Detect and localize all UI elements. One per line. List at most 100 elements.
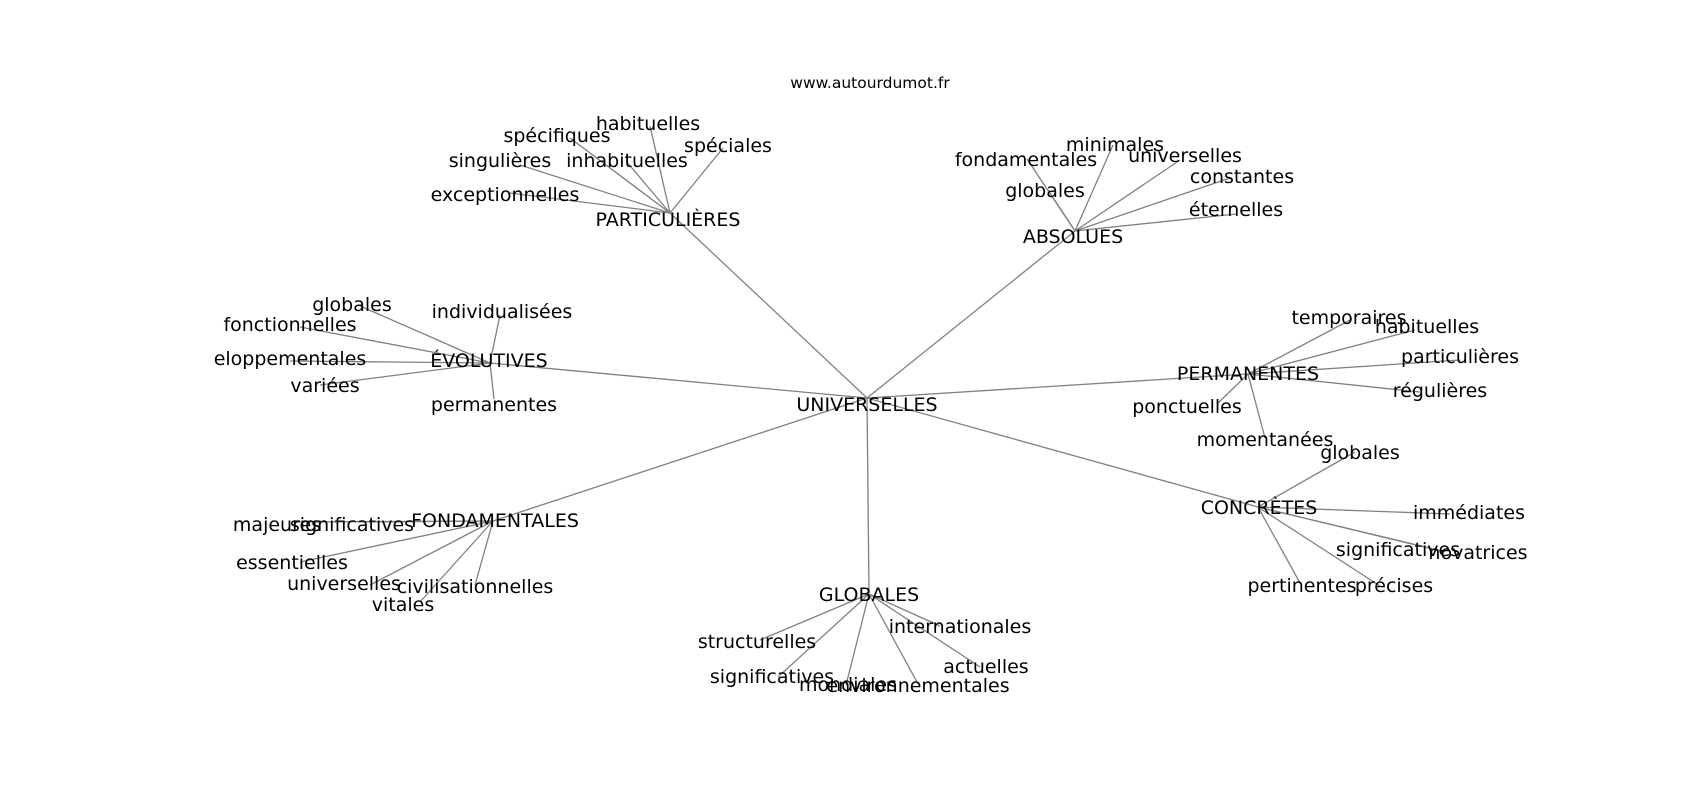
node-evolutives: ÉVOLUTIVES <box>430 349 547 372</box>
edge-globales-leaf-2 <box>845 593 870 686</box>
leaf-concretes-5: précises <box>1355 575 1433 597</box>
edge-evolutives-leaf-1 <box>299 326 491 364</box>
leaf-evolutives-4: individualisées <box>432 301 573 323</box>
edge-permanentes-leaf-5 <box>1247 373 1266 439</box>
edge-fondamentales-leaf-1 <box>359 520 494 523</box>
leaf-evolutives-5: permanentes <box>431 394 557 416</box>
node-fondamentales: FONDAMENTALES <box>411 510 579 532</box>
edge-concretes-leaf-0 <box>1257 451 1356 508</box>
leaf-fondamentales-4: vitales <box>372 594 434 616</box>
edge-concretes-leaf-3 <box>1257 506 1446 553</box>
edge-permanentes-leaf-0 <box>1247 318 1353 375</box>
leaf-permanentes-2: particulières <box>1401 346 1519 368</box>
edge-root-particulieres <box>669 212 868 399</box>
edge-absolues-leaf-4 <box>1074 213 1237 232</box>
leaf-particulieres-3: habituelles <box>596 113 700 135</box>
edge-particulieres-leaf-2 <box>569 137 671 214</box>
root-node: UNIVERSELLES <box>796 394 937 416</box>
leaf-absolues-1: minimales <box>1066 134 1164 156</box>
edge-root-fondamentales <box>492 397 868 522</box>
leaf-evolutives-1: fonctionnelles <box>223 314 356 336</box>
leaf-globales-4: internationales <box>889 616 1032 638</box>
node-absolues: ABSOLUES <box>1023 226 1123 248</box>
edge-evolutives-leaf-3 <box>319 362 491 386</box>
node-concretes: CONCRÈTES <box>1201 496 1318 519</box>
edge-root-globales <box>866 397 870 595</box>
leaf-absolues-4: éternelles <box>1189 199 1283 221</box>
leaf-absolues-5: globales <box>1005 180 1085 202</box>
edges <box>289 125 1461 686</box>
edge-fondamentales-leaf-2 <box>299 520 494 563</box>
leaf-concretes-2: significatives <box>1336 539 1460 561</box>
edge-root-absolues <box>866 230 1076 399</box>
leaf-particulieres-1: singulières <box>449 150 552 172</box>
edge-particulieres-leaf-5 <box>669 147 724 214</box>
leaf-globales-0: structurelles <box>698 631 816 653</box>
edge-particulieres-leaf-4 <box>625 160 671 214</box>
leaf-globales-5: actuelles <box>943 656 1028 678</box>
edge-globales-leaf-5 <box>868 593 981 668</box>
leaf-evolutives-2: eloppementales <box>214 348 367 370</box>
node-particulieres: PARTICULIÈRES <box>596 208 741 231</box>
leaf-evolutives-3: variées <box>290 375 359 397</box>
leaf-permanentes-0: temporaires <box>1291 307 1406 329</box>
edge-root-concretes <box>866 397 1259 508</box>
edge-permanentes-leaf-4 <box>1217 373 1249 404</box>
edge-globales-leaf-4 <box>868 593 941 627</box>
edge-evolutives-leaf-2 <box>289 360 491 364</box>
edge-absolues-leaf-3 <box>1074 177 1231 232</box>
edge-globales-leaf-1 <box>777 593 870 678</box>
leaf-fondamentales-0: majeures <box>233 514 321 536</box>
edge-root-evolutives <box>489 362 868 399</box>
leaf-permanentes-1: habituelles <box>1375 316 1479 338</box>
edge-evolutives-leaf-4 <box>489 314 501 364</box>
edge-permanentes-leaf-2 <box>1247 359 1461 375</box>
edge-fondamentales-leaf-3 <box>369 520 494 586</box>
edge-evolutives-leaf-5 <box>489 362 495 400</box>
edge-particulieres-leaf-3 <box>649 125 671 214</box>
edge-root-permanentes <box>866 373 1249 399</box>
edge-particulieres-leaf-0 <box>509 192 671 214</box>
edge-concretes-leaf-1 <box>1257 506 1451 515</box>
edge-absolues-leaf-5 <box>1047 189 1076 232</box>
node-globales: GLOBALES <box>819 584 919 606</box>
leaf-particulieres-2: spécifiques <box>503 125 610 147</box>
leaf-globales-1: significatives <box>710 666 834 688</box>
edge-fondamentales-leaf-4 <box>419 520 494 603</box>
edge-particulieres-leaf-1 <box>519 164 671 214</box>
leaf-globales-3: environnementales <box>826 675 1009 697</box>
edge-permanentes-leaf-3 <box>1247 373 1421 393</box>
edge-concretes-leaf-5 <box>1257 506 1381 587</box>
leaf-permanentes-3: régulières <box>1393 380 1487 402</box>
edge-globales-leaf-0 <box>759 593 870 641</box>
labels: www.autourdumot.fr UNIVERSELLES PARTICULI… <box>214 74 1528 697</box>
edge-evolutives-leaf-0 <box>359 305 491 364</box>
leaf-evolutives-0: globales <box>312 294 392 316</box>
leaf-permanentes-4: ponctuelles <box>1132 396 1242 418</box>
leaf-concretes-4: pertinentes <box>1247 575 1356 597</box>
node-permanentes: PERMANENTES <box>1177 363 1319 385</box>
credit-text: www.autourdumot.fr <box>790 74 950 92</box>
leaf-fondamentales-1: significatives <box>290 514 414 536</box>
leaf-absolues-2: universelles <box>1128 145 1242 167</box>
leaf-concretes-0: globales <box>1320 442 1400 464</box>
leaf-globales-2: mondiales <box>799 674 897 696</box>
leaf-concretes-3: novatrices <box>1428 542 1527 564</box>
edge-permanentes-leaf-1 <box>1247 329 1416 375</box>
leaf-absolues-0: fondamentales <box>955 149 1097 171</box>
leaf-particulieres-5: spéciales <box>684 135 772 157</box>
edge-concretes-leaf-4 <box>1257 506 1301 584</box>
leaf-fondamentales-5: civilisationnelles <box>397 576 554 598</box>
edge-globales-leaf-3 <box>868 593 919 685</box>
leaf-absolues-3: constantes <box>1190 166 1294 188</box>
leaf-permanentes-5: momentanées <box>1197 429 1334 451</box>
edge-absolues-leaf-1 <box>1074 144 1114 232</box>
leaf-fondamentales-2: essentielles <box>236 552 348 574</box>
leaf-fondamentales-3: universelles <box>287 573 401 595</box>
leaf-concretes-1: immédiates <box>1413 502 1525 524</box>
leaf-particulieres-0: exceptionnelles <box>431 184 580 206</box>
leaf-particulieres-4: inhabituelles <box>566 150 688 172</box>
edge-absolues-leaf-2 <box>1074 159 1181 232</box>
edge-fondamentales-leaf-5 <box>474 520 494 586</box>
